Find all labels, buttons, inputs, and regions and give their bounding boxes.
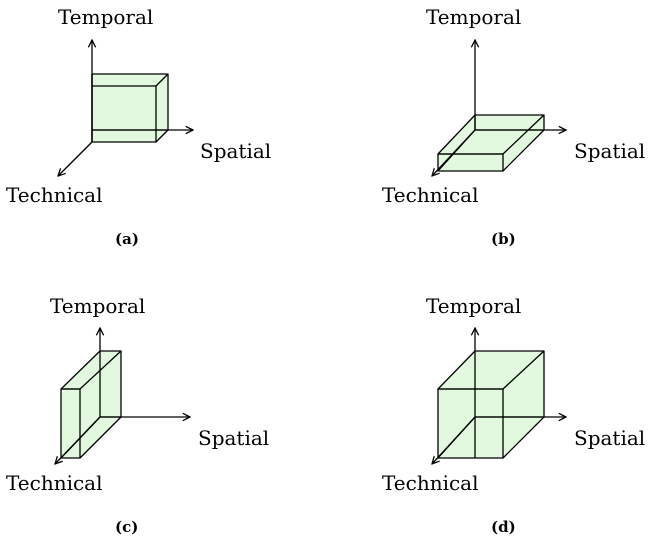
- panel-label-d: (d): [491, 518, 516, 536]
- temporal-axis-label: Temporal: [426, 5, 521, 29]
- panel-d: Temporal Spatial Technical (d): [382, 294, 645, 536]
- technical-axis-label: Technical: [6, 471, 103, 495]
- panel-label-b: (b): [491, 230, 516, 248]
- panel-label-c: (c): [115, 518, 138, 536]
- cube-c: [60, 350, 122, 459]
- cube-b: [437, 114, 545, 172]
- spatial-axis-label: Spatial: [200, 139, 271, 163]
- axes-c: [55, 328, 190, 464]
- panel-c: Temporal Spatial Technical (c): [6, 294, 269, 536]
- spatial-axis-label: Spatial: [574, 426, 645, 450]
- technical-axis-label: Technical: [382, 183, 479, 207]
- axes-d: [432, 328, 566, 464]
- cube-d: [437, 350, 545, 459]
- panel-label-a: (a): [115, 230, 139, 248]
- temporal-axis-label: Temporal: [58, 5, 153, 29]
- technical-axis-label: Technical: [382, 471, 479, 495]
- temporal-axis-label: Temporal: [426, 294, 521, 318]
- spatial-axis-label: Spatial: [574, 139, 645, 163]
- cube-a: [91, 73, 169, 143]
- technical-axis-label: Technical: [6, 183, 103, 207]
- temporal-axis-label: Temporal: [50, 294, 145, 318]
- axes-b: [432, 40, 566, 176]
- spatial-axis-label: Spatial: [198, 426, 269, 450]
- axes-a: [58, 40, 193, 176]
- panel-b: Temporal Spatial Technical (b): [382, 5, 645, 248]
- panel-a: Temporal Spatial Technical (a): [6, 5, 271, 248]
